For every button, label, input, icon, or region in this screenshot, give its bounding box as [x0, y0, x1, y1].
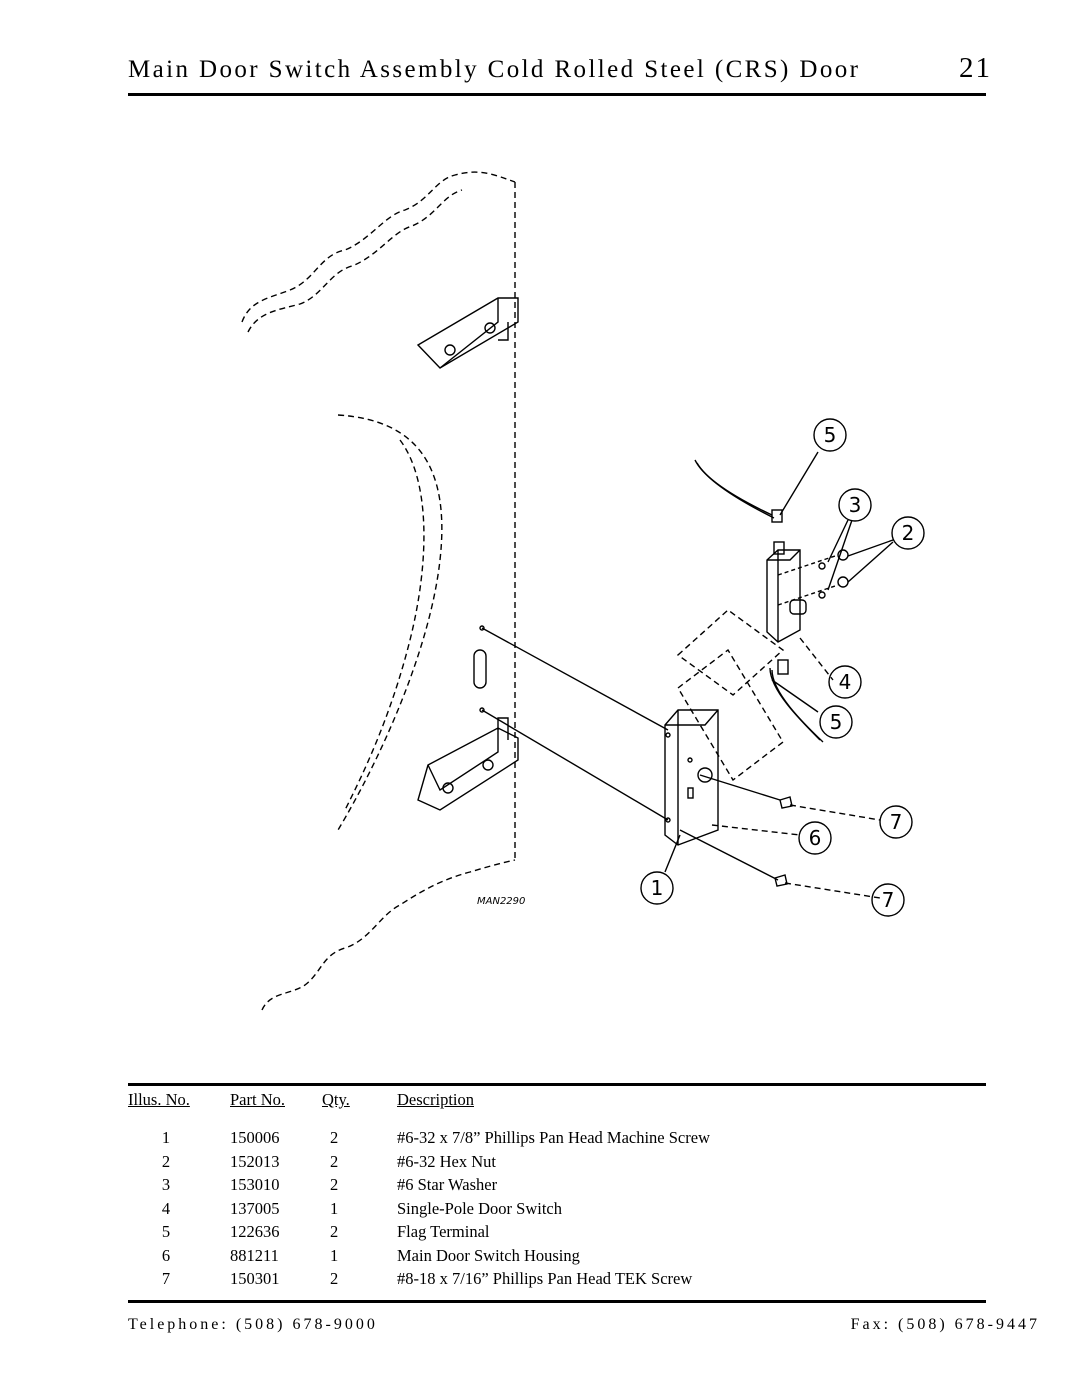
cell-illus: 3 — [161, 1175, 171, 1194]
callout-label-4: 4 — [839, 670, 852, 694]
door-slot — [473, 649, 487, 689]
cell-qty: 2 — [330, 1175, 339, 1194]
callout-label-5-top: 5 — [824, 423, 837, 447]
door-arc-inner — [344, 439, 425, 811]
cell-illus: 7 — [161, 1269, 171, 1288]
cell-qty: 2 — [330, 1269, 339, 1288]
cell-desc: Single-Pole Door Switch — [397, 1198, 562, 1218]
callout-2 — [891, 516, 925, 550]
footer-rule — [128, 1300, 986, 1303]
door-arc-outer — [337, 414, 443, 831]
callout-1 — [640, 871, 674, 905]
page-header: Main Door Switch Assembly Cold Rolled St… — [128, 52, 990, 98]
cell-desc: #8-18 x 7/16” Phillips Pan Head TEK Scre… — [397, 1269, 693, 1288]
callout-label-1: 1 — [651, 876, 664, 900]
callout-label-3: 3 — [849, 493, 862, 517]
upper-hinge — [416, 297, 519, 369]
callout-label-2: 2 — [902, 521, 915, 545]
callout-label-5-bottom: 5 — [830, 710, 843, 734]
callout-label-7-bottom: 7 — [882, 888, 895, 912]
tek-screw-2 — [774, 874, 788, 887]
cell-qty: 2 — [330, 1151, 339, 1171]
cell-part: 881211 — [230, 1245, 279, 1265]
callout-4 — [828, 665, 862, 699]
tek-screw-1 — [779, 796, 793, 809]
cell-desc: #6 Star Washer — [397, 1175, 498, 1194]
wire-upper — [694, 459, 773, 516]
cell-part: 122636 — [230, 1222, 280, 1241]
table-row: 2 152013 2 #6-32 Hex Nut — [128, 1152, 986, 1176]
telephone-number: Telephone: (508) 678-9000 — [128, 1316, 378, 1333]
cabinet-outline-upper-2 — [247, 189, 463, 333]
hex-nut-2 — [837, 576, 849, 588]
cell-illus: 4 — [161, 1198, 171, 1218]
cell-illus: 1 — [161, 1128, 171, 1147]
cell-part: 137005 — [230, 1198, 280, 1218]
table-row: 3 153010 2 #6 Star Washer — [128, 1175, 986, 1199]
parts-table: Illus. No. Part No. Qty. Description 1 1… — [128, 1090, 986, 1293]
cell-illus: 5 — [161, 1222, 171, 1241]
cell-desc: #6-32 x 7/8” Phillips Pan Head Machine S… — [397, 1128, 710, 1147]
callout-5-bottom — [819, 705, 853, 739]
cell-part: 150006 — [230, 1128, 280, 1147]
callout-3 — [838, 488, 872, 522]
star-washer-2 — [818, 591, 826, 599]
header-qty: Qty. — [322, 1090, 350, 1109]
callout-5-top — [813, 418, 847, 452]
header-illus-no: Illus. No. — [128, 1090, 190, 1109]
cell-illus: 2 — [161, 1151, 171, 1171]
table-row: 6 881211 1 Main Door Switch Housing — [128, 1246, 986, 1270]
header-part-no: Part No. — [230, 1090, 285, 1109]
table-row: 1 150006 2 #6-32 x 7/8” Phillips Pan Hea… — [128, 1128, 986, 1152]
table-row: 4 137005 1 Single-Pole Door Switch — [128, 1199, 986, 1223]
cell-part: 153010 — [230, 1175, 280, 1194]
table-header-row: Illus. No. Part No. Qty. Description — [128, 1090, 986, 1128]
header-rule — [128, 93, 986, 96]
page-title: Main Door Switch Assembly Cold Rolled St… — [128, 56, 861, 83]
switch-plane-lower — [677, 648, 784, 782]
cell-part: 152013 — [230, 1151, 280, 1171]
callout-label-6: 6 — [809, 826, 822, 850]
cell-qty: 2 — [330, 1128, 339, 1147]
callout-7-bottom — [871, 883, 905, 917]
cell-desc: #6-32 Hex Nut — [397, 1151, 496, 1171]
wire-lower — [769, 667, 821, 741]
table-top-rule — [128, 1083, 986, 1086]
cell-illus: 6 — [161, 1245, 171, 1265]
star-washer-1 — [818, 562, 826, 570]
fax-number: Fax: (508) 678-9447 — [850, 1316, 1040, 1333]
header-description: Description — [397, 1090, 474, 1109]
door-switch-body — [766, 549, 801, 643]
cell-qty: 2 — [330, 1222, 339, 1241]
switch-plane-upper — [676, 609, 785, 696]
drawing-id: MAN2290 — [477, 896, 525, 907]
cell-qty: 1 — [330, 1245, 339, 1265]
table-row: 5 122636 2 Flag Terminal — [128, 1222, 986, 1246]
table-row: 7 150301 2 #8-18 x 7/16” Phillips Pan He… — [128, 1269, 986, 1293]
page-number: 21 — [959, 52, 992, 84]
cabinet-outline-upper — [241, 171, 516, 323]
cell-desc: Flag Terminal — [397, 1222, 490, 1241]
cell-part: 150301 — [230, 1269, 280, 1288]
callout-7-top — [879, 805, 913, 839]
lower-hinge — [417, 727, 519, 811]
callout-label-7-top: 7 — [890, 810, 903, 834]
cell-qty: 1 — [330, 1198, 339, 1218]
cell-desc: Main Door Switch Housing — [397, 1245, 580, 1265]
cabinet-outline-lower — [261, 859, 516, 1011]
callout-6 — [798, 821, 832, 855]
